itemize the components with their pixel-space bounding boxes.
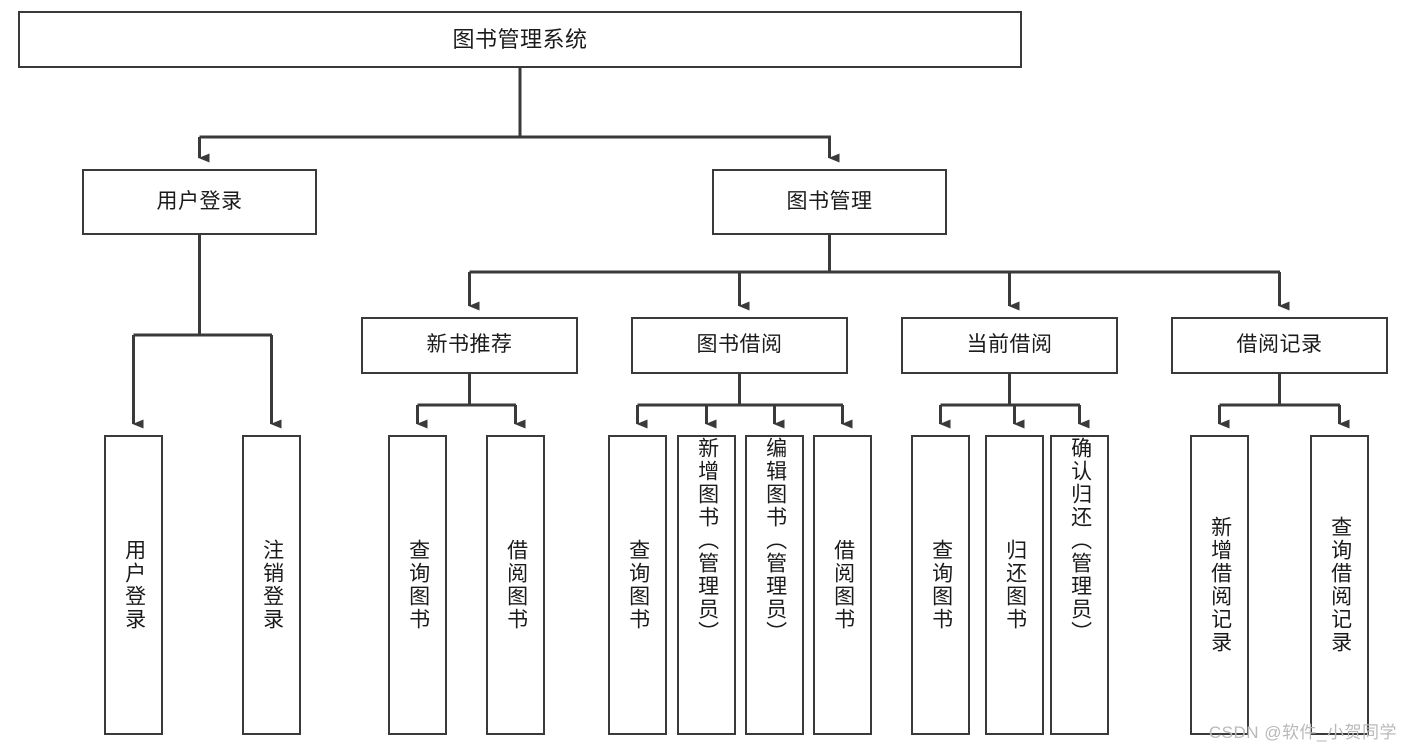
node-leaf-return-book[interactable]: 归还图书 (985, 435, 1044, 735)
node-current-borrow-label: 当前借阅 (966, 333, 1053, 357)
node-leaf-borrow-book-2-label: 借阅图书 (831, 539, 855, 631)
node-leaf-query-record-label: 查询借阅记录 (1328, 516, 1352, 654)
node-leaf-add-record-label: 新增借阅记录 (1208, 516, 1232, 654)
leaf-inner: 归还图书 (987, 437, 1042, 733)
node-book-borrow[interactable]: 图书借阅 (631, 317, 848, 374)
node-leaf-return-book-label: 归还图书 (1003, 539, 1027, 631)
leaf-inner: 查询借阅记录 (1312, 437, 1367, 733)
node-book-manage[interactable]: 图书管理 (712, 169, 947, 235)
node-leaf-query-book-3-label: 查询图书 (929, 539, 953, 631)
node-user-login[interactable]: 用户登录 (82, 169, 317, 235)
node-leaf-logout-label: 注销登录 (260, 539, 284, 631)
node-leaf-borrow-book-2[interactable]: 借阅图书 (813, 435, 872, 735)
node-root[interactable]: 图书管理系统 (18, 11, 1022, 68)
node-leaf-confirm-return[interactable]: 确认归还（管理员） (1050, 435, 1109, 735)
node-book-manage-label: 图书管理 (786, 189, 873, 213)
leaf-inner: 确认归还（管理员） (1052, 437, 1107, 733)
leaf-inner: 新增借阅记录 (1192, 437, 1247, 733)
node-borrow-record[interactable]: 借阅记录 (1171, 317, 1388, 374)
node-borrow-record-label: 借阅记录 (1236, 333, 1323, 357)
node-leaf-user-login[interactable]: 用户登录 (104, 435, 163, 735)
node-root-label: 图书管理系统 (452, 26, 588, 52)
node-leaf-edit-book-label: 编辑图书（管理员） (763, 437, 787, 644)
node-user-login-label: 用户登录 (156, 189, 243, 213)
node-leaf-borrow-book-1[interactable]: 借阅图书 (486, 435, 545, 735)
node-leaf-query-book-1[interactable]: 查询图书 (388, 435, 447, 735)
node-leaf-add-book[interactable]: 新增图书（管理员） (677, 435, 736, 735)
node-leaf-add-book-label: 新增图书（管理员） (695, 437, 719, 644)
leaf-inner: 借阅图书 (815, 437, 870, 733)
leaf-inner: 查询图书 (610, 437, 665, 733)
watermark: CSDN @软件_小贺同学 (1208, 723, 1397, 742)
node-leaf-user-login-label: 用户登录 (122, 539, 146, 631)
node-leaf-logout[interactable]: 注销登录 (242, 435, 301, 735)
leaf-inner: 查询图书 (390, 437, 445, 733)
node-leaf-query-record[interactable]: 查询借阅记录 (1310, 435, 1369, 735)
node-leaf-query-book-2-label: 查询图书 (626, 539, 650, 631)
node-book-borrow-label: 图书借阅 (696, 333, 783, 357)
leaf-inner: 新增图书（管理员） (679, 437, 734, 733)
node-leaf-add-record[interactable]: 新增借阅记录 (1190, 435, 1249, 735)
node-leaf-query-book-3[interactable]: 查询图书 (911, 435, 970, 735)
leaf-inner: 注销登录 (244, 437, 299, 733)
leaf-inner: 编辑图书（管理员） (747, 437, 802, 733)
leaf-inner: 用户登录 (106, 437, 161, 733)
node-current-borrow[interactable]: 当前借阅 (901, 317, 1118, 374)
node-leaf-query-book-1-label: 查询图书 (406, 539, 430, 631)
leaf-inner: 借阅图书 (488, 437, 543, 733)
node-leaf-edit-book[interactable]: 编辑图书（管理员） (745, 435, 804, 735)
node-leaf-borrow-book-1-label: 借阅图书 (504, 539, 528, 631)
node-new-book-rec[interactable]: 新书推荐 (361, 317, 578, 374)
node-leaf-confirm-return-label: 确认归还（管理员） (1068, 437, 1092, 644)
node-new-book-rec-label: 新书推荐 (426, 333, 513, 357)
leaf-inner: 查询图书 (913, 437, 968, 733)
node-leaf-query-book-2[interactable]: 查询图书 (608, 435, 667, 735)
